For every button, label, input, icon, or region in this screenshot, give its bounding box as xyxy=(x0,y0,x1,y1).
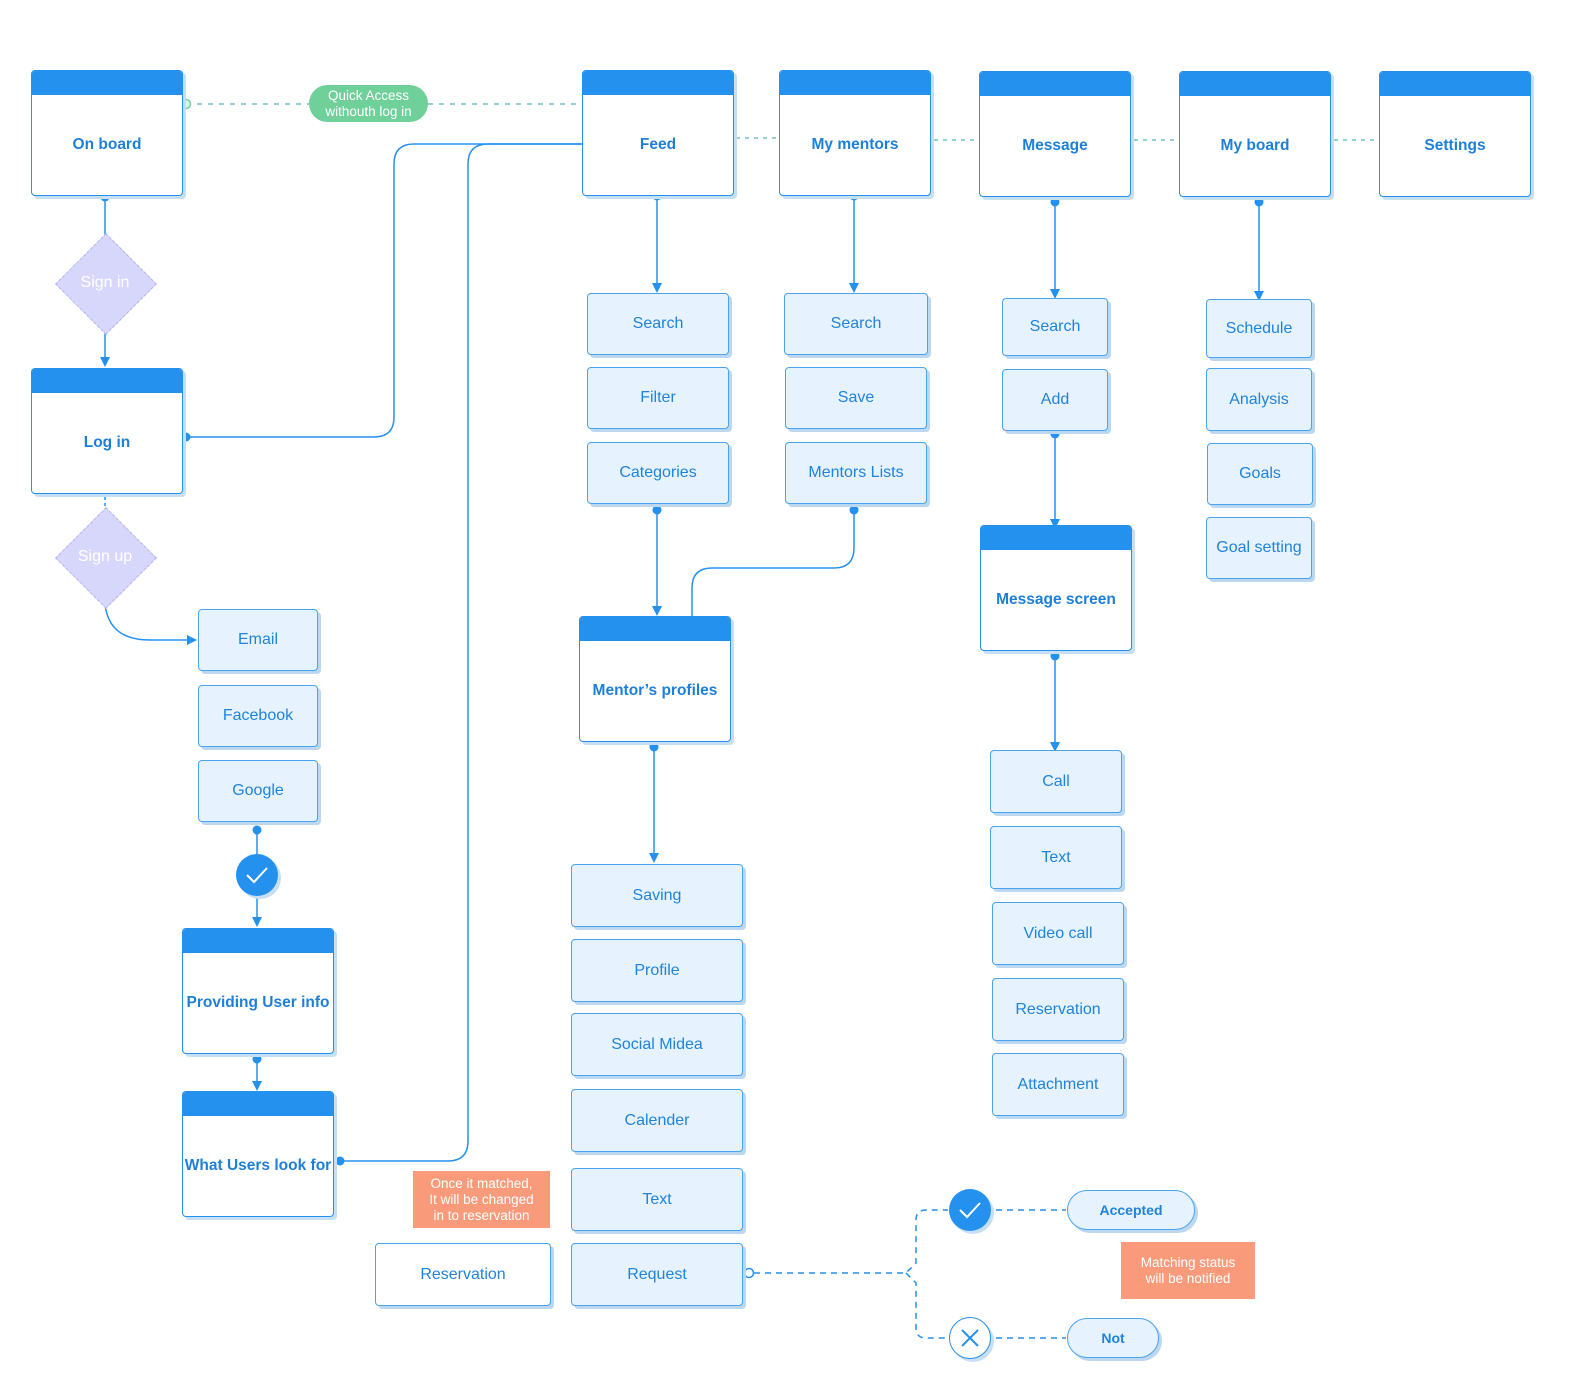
screen-header-bar xyxy=(583,71,733,95)
note-line: will be notified xyxy=(1145,1270,1231,1286)
outcome-accepted[interactable]: Accepted xyxy=(1067,1190,1195,1230)
screen-label: What Users look for xyxy=(184,1157,332,1174)
msg-screen-item-reservation[interactable]: Reservation xyxy=(992,978,1124,1041)
screen-label: My mentors xyxy=(811,136,899,153)
note-matched: Once it matched, It will be changed in t… xyxy=(413,1171,550,1228)
message-item-search[interactable]: Search xyxy=(1002,298,1108,356)
profile-item-saving[interactable]: Saving xyxy=(571,864,743,927)
screen-label: Message xyxy=(1022,137,1088,154)
decision-sign-in[interactable]: Sign in xyxy=(55,233,157,335)
feed-item-categories[interactable]: Categories xyxy=(587,442,729,504)
msg-screen-item-video-call[interactable]: Video call xyxy=(992,902,1124,965)
screen-header-bar xyxy=(32,71,182,95)
screen-header-bar xyxy=(1380,72,1530,96)
message-item-add[interactable]: Add xyxy=(1002,369,1108,431)
profile-item-profile[interactable]: Profile xyxy=(571,939,743,1002)
msg-screen-item-attachment[interactable]: Attachment xyxy=(992,1053,1124,1116)
profile-item-text[interactable]: Text xyxy=(571,1168,743,1231)
screen-onboard[interactable]: On board xyxy=(31,70,183,196)
mentors-item-lists[interactable]: Mentors Lists xyxy=(785,442,927,504)
decision-sign-up[interactable]: Sign up xyxy=(55,507,157,609)
reservation-box[interactable]: Reservation xyxy=(375,1243,551,1306)
profile-item-request[interactable]: Request xyxy=(571,1243,743,1306)
mentors-item-save[interactable]: Save xyxy=(785,367,927,429)
screen-label: Settings xyxy=(1424,137,1486,154)
screen-header-bar xyxy=(32,369,182,393)
screen-header-bar xyxy=(183,1092,333,1116)
screen-message-screen[interactable]: Message screen xyxy=(980,525,1132,651)
screen-label: Log in xyxy=(83,434,131,451)
screen-header-bar xyxy=(780,71,930,95)
screen-settings[interactable]: Settings xyxy=(1379,71,1531,197)
note-matching-status: Matching status will be notified xyxy=(1121,1242,1255,1299)
screen-label: On board xyxy=(72,136,142,153)
screen-label: Mentor’s profiles xyxy=(592,682,718,699)
board-item-analysis[interactable]: Analysis xyxy=(1206,368,1312,431)
screen-header-bar xyxy=(1180,72,1330,96)
mentors-item-search[interactable]: Search xyxy=(784,293,928,355)
note-line: in to reservation xyxy=(433,1207,530,1223)
note-line: Matching status xyxy=(1140,1254,1236,1270)
board-item-schedule[interactable]: Schedule xyxy=(1206,299,1312,358)
note-line: Once it matched, xyxy=(430,1175,533,1191)
outcome-not[interactable]: Not xyxy=(1067,1318,1159,1358)
screen-my-board[interactable]: My board xyxy=(1179,71,1331,197)
screen-label: Message screen xyxy=(996,591,1116,608)
decision-label: Sign up xyxy=(77,548,133,565)
note-line: It will be changed xyxy=(429,1191,534,1207)
screen-header-bar xyxy=(981,526,1131,550)
feed-item-filter[interactable]: Filter xyxy=(587,367,729,429)
board-item-goals[interactable]: Goals xyxy=(1207,443,1313,505)
option-google[interactable]: Google xyxy=(198,760,318,822)
screen-login[interactable]: Log in xyxy=(31,368,183,494)
screen-label: Feed xyxy=(639,136,677,153)
screen-what-users-look-for[interactable]: What Users look for xyxy=(182,1091,334,1217)
option-facebook[interactable]: Facebook xyxy=(198,685,318,747)
screen-mentor-profiles[interactable]: Mentor’s profiles xyxy=(579,616,731,742)
msg-screen-item-text[interactable]: Text xyxy=(990,826,1122,889)
quick-access-badge: Quick Access withouth log in xyxy=(309,85,428,122)
rejected-x-icon xyxy=(949,1317,991,1359)
quick-access-line: withouth log in xyxy=(325,103,412,119)
screen-header-bar xyxy=(183,929,333,953)
check-icon xyxy=(236,854,278,896)
screen-my-mentors[interactable]: My mentors xyxy=(779,70,931,196)
screen-label: Providing User info xyxy=(186,994,330,1011)
msg-screen-item-call[interactable]: Call xyxy=(990,750,1122,813)
board-item-goal-setting[interactable]: Goal setting xyxy=(1206,517,1312,579)
profile-item-social-media[interactable]: Social Midea xyxy=(571,1013,743,1076)
screen-feed[interactable]: Feed xyxy=(582,70,734,196)
feed-item-search[interactable]: Search xyxy=(587,293,729,355)
option-email[interactable]: Email xyxy=(198,609,318,671)
accepted-check-icon xyxy=(949,1189,991,1231)
screen-header-bar xyxy=(980,72,1130,96)
screen-message[interactable]: Message xyxy=(979,71,1131,197)
screen-label: My board xyxy=(1220,137,1290,154)
screen-providing-user-info[interactable]: Providing User info xyxy=(182,928,334,1054)
profile-item-calender[interactable]: Calender xyxy=(571,1089,743,1152)
decision-label: Sign in xyxy=(80,274,130,291)
quick-access-line: Quick Access xyxy=(327,87,410,103)
screen-header-bar xyxy=(580,617,730,641)
